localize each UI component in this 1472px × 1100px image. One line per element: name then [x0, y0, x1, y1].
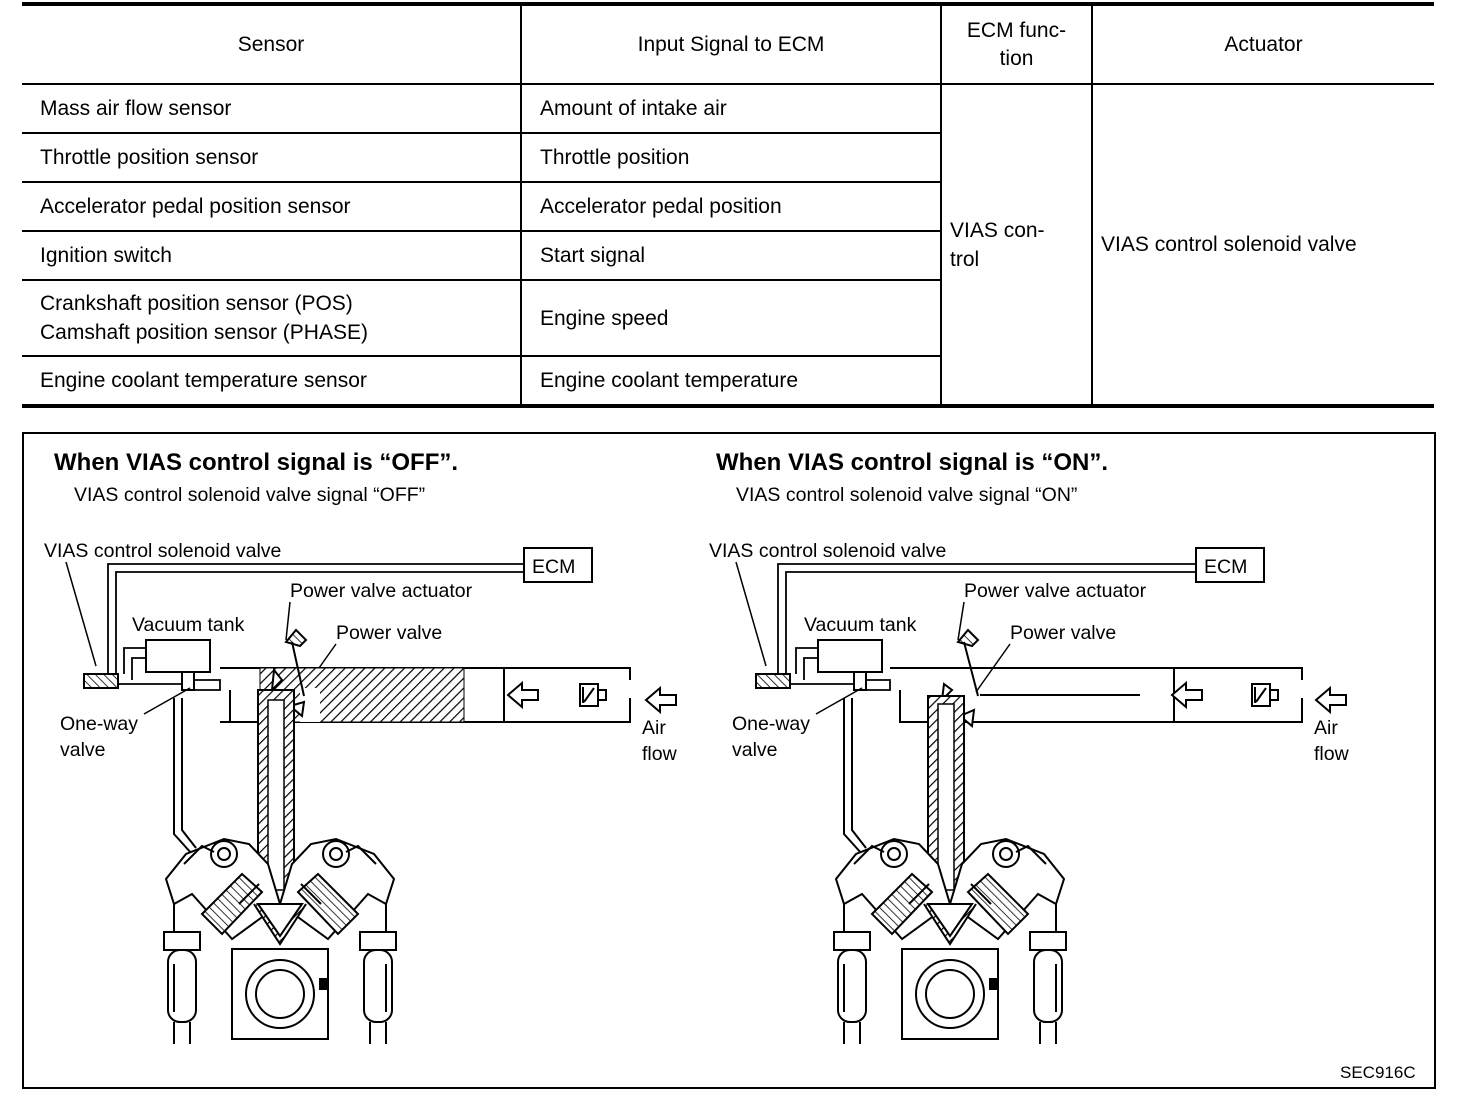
- air-label-2: flow: [1314, 743, 1350, 765]
- actuator-cell: VIAS control solenoid valve: [1091, 84, 1434, 407]
- on-state-diagram: When VIAS control signal is “ON”. VIAS c…: [709, 449, 1350, 1045]
- off-state-diagram: When VIAS control signal is “OFF”. VIAS …: [44, 449, 678, 1045]
- header-ecm-function: ECM func- tion: [940, 4, 1092, 85]
- header-actuator: Actuator: [1091, 4, 1434, 85]
- solenoid-label: VIAS control solenoid valve: [709, 540, 946, 562]
- off-subtitle: VIAS control solenoid valve signal “OFF”: [74, 484, 425, 506]
- solenoid-valve: [755, 673, 791, 689]
- vacuum-tank-label: Vacuum tank: [804, 614, 917, 636]
- table-header-row: Sensor Input Signal to ECM ECM func- tio…: [22, 4, 1434, 85]
- one-way-label-1: One-way: [732, 713, 810, 735]
- vacuum-tank: [817, 639, 883, 673]
- sensor-cell: Throttle position sensor: [22, 133, 521, 183]
- sensor-cell: Engine coolant temperature sensor: [40, 369, 367, 392]
- on-title: When VIAS control signal is “ON”.: [716, 449, 1108, 476]
- solenoid-label: VIAS control solenoid valve: [44, 540, 281, 562]
- one-way-valve: [181, 671, 195, 691]
- sensor-cell: Accelerator pedal position sensor: [22, 182, 521, 232]
- table-row: Engine coolant temperature sensor Engine…: [22, 356, 1434, 406]
- vias-operation-diagram: When VIAS control signal is “OFF”. VIAS …: [22, 432, 1436, 1089]
- vacuum-tank: [145, 639, 211, 673]
- signal-cell: Engine speed: [520, 280, 941, 357]
- actuator-label: Power valve actuator: [964, 580, 1147, 602]
- signal-cell: Amount of intake air: [520, 84, 941, 134]
- vacuum-tank-label: Vacuum tank: [132, 614, 245, 636]
- table-row: Throttle position sensor Throttle positi…: [22, 133, 1434, 183]
- sensor-cell: Ignition switch: [22, 231, 521, 281]
- off-title: When VIAS control signal is “OFF”.: [54, 449, 458, 476]
- power-valve-label: Power valve: [1010, 622, 1116, 644]
- signal-cell: Accelerator pedal position: [520, 182, 941, 232]
- figure-code: SEC916C: [1340, 1063, 1416, 1082]
- power-valve-label: Power valve: [336, 622, 442, 644]
- table-row: Mass air flow sensor Amount of intake ai…: [22, 84, 1434, 407]
- on-subtitle: VIAS control solenoid valve signal “ON”: [736, 484, 1077, 506]
- one-way-valve: [853, 671, 867, 691]
- signal-cell: Start signal: [520, 231, 941, 281]
- signal-cell: Throttle position: [520, 133, 941, 183]
- ecm-function-cell: VIAS con- trol: [940, 84, 1092, 407]
- actuator-label: Power valve actuator: [290, 580, 473, 602]
- air-label-1: Air: [642, 717, 666, 739]
- solenoid-valve: [83, 673, 119, 689]
- sensor-cell: Crankshaft position sensor (POS) Camshaf…: [22, 280, 521, 357]
- ecm-label: ECM: [1204, 556, 1247, 578]
- signal-cell: Engine coolant temperature: [520, 356, 941, 406]
- one-way-label-2: valve: [732, 739, 778, 761]
- header-sensor: Sensor: [22, 4, 521, 85]
- one-way-label-2: valve: [60, 739, 106, 761]
- table-row: Crankshaft position sensor (POS) Camshaf…: [22, 280, 1434, 357]
- ecm-label: ECM: [532, 556, 575, 578]
- one-way-label-1: One-way: [60, 713, 138, 735]
- sensor-cell: Mass air flow sensor: [22, 84, 521, 134]
- ecm-box: [1195, 547, 1265, 583]
- vias-signal-table: Sensor Input Signal to ECM ECM func- tio…: [22, 2, 1434, 408]
- table-row: Ignition switch Start signal: [22, 231, 1434, 281]
- air-label-2: flow: [642, 743, 678, 765]
- header-input-signal: Input Signal to ECM: [520, 4, 941, 85]
- table-row: Accelerator pedal position sensor Accele…: [22, 182, 1434, 232]
- ecm-box: [523, 547, 593, 583]
- air-label-1: Air: [1314, 717, 1338, 739]
